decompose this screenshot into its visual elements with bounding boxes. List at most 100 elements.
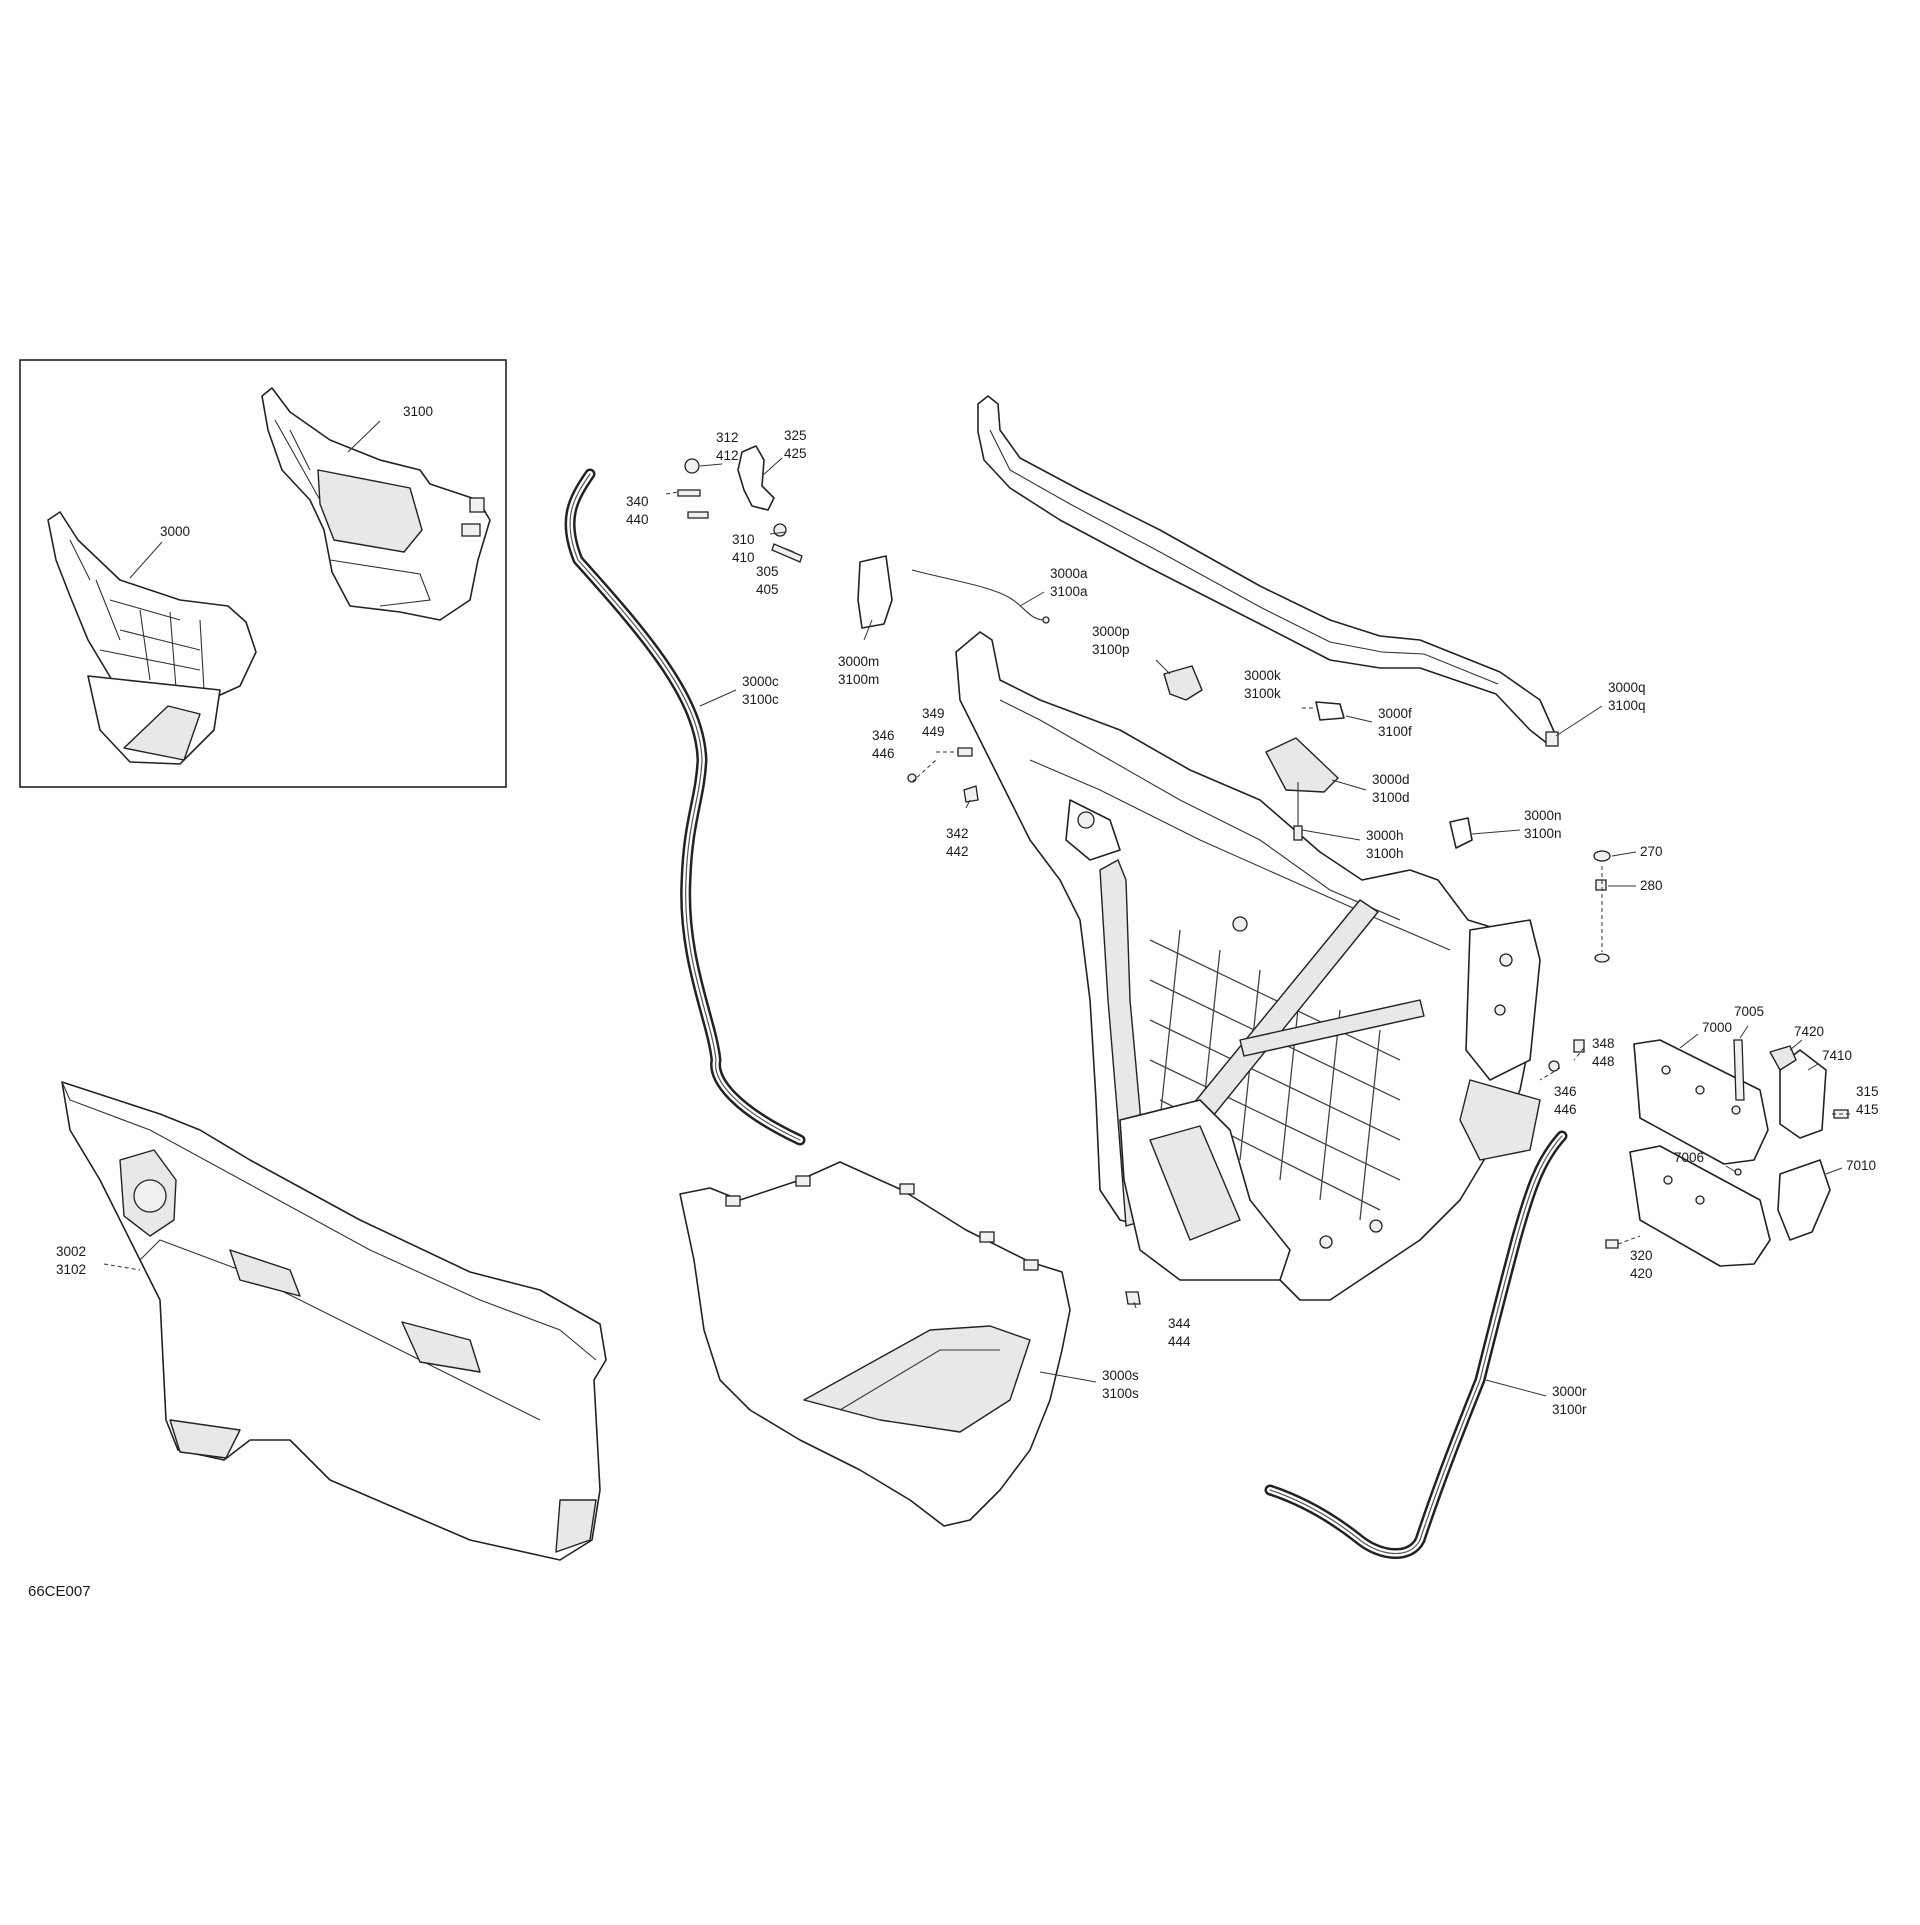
callout-410: 410 <box>732 550 755 565</box>
screw-348 <box>1573 1039 1585 1053</box>
callout-3000c: 3000c <box>742 674 779 689</box>
hinge-7000 <box>1633 1039 1769 1165</box>
hinge-lower <box>1629 1145 1771 1267</box>
callout-3100h: 3100h <box>1366 846 1404 861</box>
nut-312 <box>684 458 700 474</box>
callout-346b: 346 <box>1554 1084 1577 1099</box>
bush-7420 <box>1769 1045 1797 1071</box>
washer-346 <box>907 773 917 783</box>
callout-320: 320 <box>1630 1248 1653 1263</box>
callout-348: 348 <box>1592 1036 1615 1051</box>
pin-7005 <box>1733 1039 1745 1101</box>
pad-3000d <box>1265 737 1339 793</box>
callout-420: 420 <box>1630 1266 1653 1281</box>
callout-3100q: 3100q <box>1608 698 1646 713</box>
callout-315: 315 <box>1856 1084 1879 1099</box>
door-grid <box>1149 899 1425 1221</box>
callout-412: 412 <box>716 448 739 463</box>
callout-444: 444 <box>1168 1334 1191 1349</box>
callout-346: 346 <box>872 728 895 743</box>
callout-3000k: 3000k <box>1244 668 1281 683</box>
callout-448: 448 <box>1592 1054 1615 1069</box>
callout-305: 305 <box>756 564 779 579</box>
plate-7010 <box>1777 1159 1831 1241</box>
panel-3002 <box>61 1081 607 1561</box>
callout-3100m: 3100m <box>838 672 879 687</box>
callout-349: 349 <box>922 706 945 721</box>
pin-305 <box>771 543 803 563</box>
latch-hardware <box>677 445 1611 1305</box>
callout-3102: 3102 <box>56 1262 86 1277</box>
callout-7000: 7000 <box>1702 1020 1732 1035</box>
callout-3000n: 3000n <box>1524 808 1562 823</box>
bracket-325 <box>737 445 775 511</box>
seal-3000c <box>564 468 806 1146</box>
inset-label-3000: 3000 <box>160 524 190 539</box>
washer-270 <box>1593 850 1611 862</box>
leader-lines <box>103 457 1850 1397</box>
screw-340 <box>677 489 701 497</box>
callout-7010: 7010 <box>1846 1158 1876 1173</box>
callout-344: 344 <box>1168 1316 1191 1331</box>
callout-442: 442 <box>946 844 969 859</box>
clip-3000f <box>1315 701 1345 721</box>
callout-3100c: 3100c <box>742 692 779 707</box>
callout-340: 340 <box>626 494 649 509</box>
callout-3000m: 3000m <box>838 654 879 669</box>
callout-3000r: 3000r <box>1552 1384 1587 1399</box>
callout-3100n: 3100n <box>1524 826 1562 841</box>
callout-280: 280 <box>1640 878 1663 893</box>
callouts: 312 412 325 425 340 440 310 410 305 405 … <box>56 428 1879 1417</box>
rod-3000h <box>1293 825 1303 841</box>
callout-3002: 3002 <box>56 1244 86 1259</box>
callout-3000q: 3000q <box>1608 680 1646 695</box>
cable-3000a <box>911 569 1045 621</box>
door-frame-main <box>955 631 1541 1301</box>
callout-405: 405 <box>756 582 779 597</box>
diagram-code: 66CE007 <box>28 1583 91 1600</box>
bracket-7410 <box>1779 1049 1827 1139</box>
seal-3000r <box>1264 1130 1568 1559</box>
liner-3000s <box>679 1161 1071 1527</box>
callout-270: 270 <box>1640 844 1663 859</box>
callout-3100s: 3100s <box>1102 1386 1139 1401</box>
plate-3000n <box>1449 817 1473 849</box>
callout-325: 325 <box>784 428 807 443</box>
nut-344 <box>1125 1291 1141 1305</box>
callout-7005: 7005 <box>1734 1004 1764 1019</box>
striker-3000m <box>857 555 893 629</box>
callout-312: 312 <box>716 430 739 445</box>
callout-3000p: 3000p <box>1092 624 1130 639</box>
callout-415: 415 <box>1856 1102 1879 1117</box>
clip-342 <box>963 785 979 803</box>
inset-box: 3100 3000 <box>19 359 507 788</box>
callout-3100f: 3100f <box>1378 724 1412 739</box>
callout-449: 449 <box>922 724 945 739</box>
screw-349 <box>957 747 973 757</box>
callout-3100a: 3100a <box>1050 584 1088 599</box>
hinges <box>1605 1039 1849 1267</box>
callout-3100p: 3100p <box>1092 642 1130 657</box>
callout-3000s: 3000s <box>1102 1368 1139 1383</box>
callout-342: 342 <box>946 826 969 841</box>
bolt-280 <box>1595 879 1607 891</box>
washer-346b <box>1548 1060 1560 1072</box>
callout-3100r: 3100r <box>1552 1402 1587 1417</box>
callout-3100k: 3100k <box>1244 686 1281 701</box>
callout-3000a: 3000a <box>1050 566 1088 581</box>
inset-door-3000 <box>47 511 257 765</box>
clip-3000p <box>1163 665 1203 701</box>
callout-7420: 7420 <box>1794 1024 1824 1039</box>
washer-310 <box>773 523 787 537</box>
screw-320 <box>1605 1239 1619 1249</box>
callout-425: 425 <box>784 446 807 461</box>
callout-3100d: 3100d <box>1372 790 1410 805</box>
callout-446b: 446 <box>1554 1102 1577 1117</box>
callout-446: 446 <box>872 746 895 761</box>
callout-7006: 7006 <box>1674 1150 1704 1165</box>
inset-door-3100 <box>261 387 491 621</box>
callout-7410: 7410 <box>1822 1048 1852 1063</box>
callout-3000h: 3000h <box>1366 828 1404 843</box>
